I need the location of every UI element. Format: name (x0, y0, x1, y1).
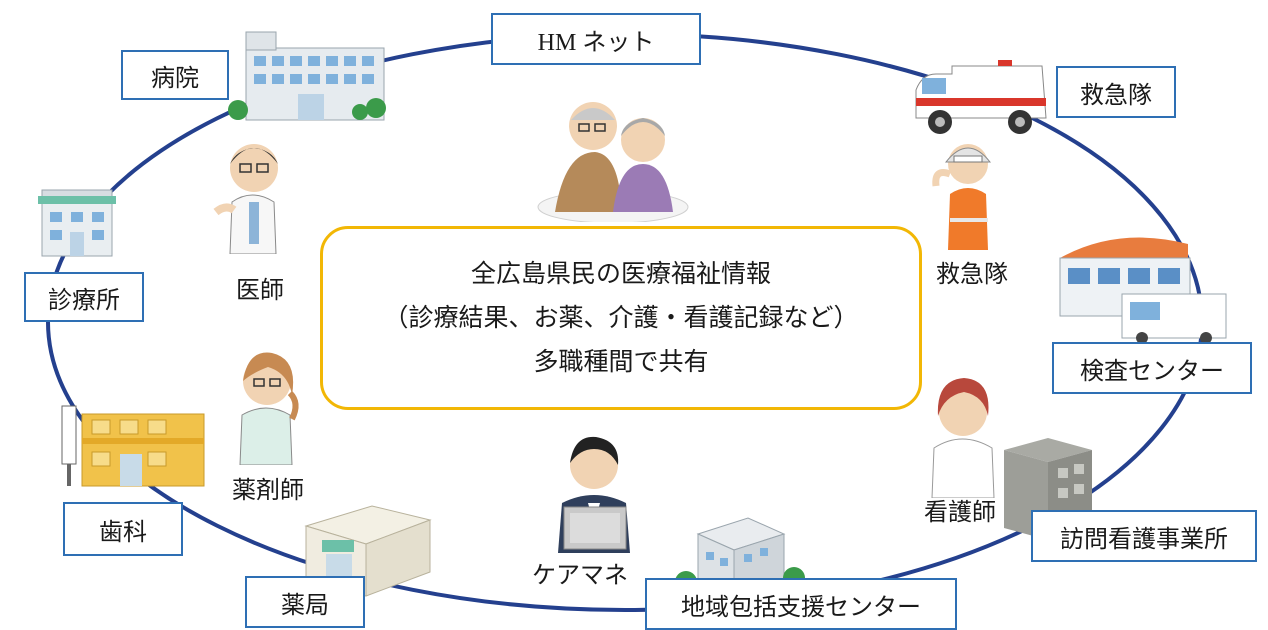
shared-info-box: 全広島県民の医療福祉情報 （診療結果、お薬、介護・看護記録など） 多職種間で共有 (320, 226, 922, 410)
hospital-building-icon (228, 31, 386, 121)
shared-info-line-1: 全広島県民の医療福祉情報 (470, 259, 771, 288)
dental-building-icon (61, 405, 205, 487)
ambulance-service-label: 救急隊 (1080, 80, 1152, 109)
home-nursing-box: 訪問看護事業所 (1031, 510, 1257, 562)
shared-info-line-2: （診療結果、お薬、介護・看護記録など） (383, 303, 859, 332)
pharmacist-icon (239, 352, 299, 465)
elderly-couple-icon (537, 102, 689, 222)
dental-box: 歯科 (63, 502, 183, 556)
ambulance-icon (915, 60, 1047, 134)
inspection-center-box: 検査センター (1052, 342, 1252, 394)
hospital-label: 病院 (151, 63, 199, 92)
paramedic-label: 救急隊 (936, 260, 1008, 288)
clinic-box: 診療所 (24, 272, 144, 322)
pharmacist-label: 薬剤師 (232, 476, 304, 504)
clinic-label: 診療所 (48, 285, 120, 314)
clinic-building-icon (38, 189, 116, 257)
dental-label: 歯科 (99, 517, 147, 546)
pharmacy-label: 薬局 (281, 590, 329, 619)
hospital-box: 病院 (121, 50, 229, 100)
inspection-center-building-icon (1059, 237, 1227, 342)
network-name: HM ネット (537, 29, 655, 56)
care-manager-icon (558, 436, 630, 553)
care-manager-label: ケアマネ (532, 561, 628, 589)
paramedic-icon (932, 144, 992, 250)
inspection-center-label: 検査センター (1080, 356, 1224, 385)
ambulance-service-box: 救急隊 (1056, 66, 1176, 118)
home-nursing-label: 訪問看護事業所 (1060, 524, 1228, 553)
doctor-icon (213, 144, 278, 254)
pharmacy-box: 薬局 (245, 576, 365, 628)
shared-info-line-3: 多職種間で共有 (533, 347, 709, 376)
community-center-label: 地域包括支援センター (681, 592, 921, 621)
network-name-box: HM ネット (491, 13, 701, 65)
doctor-label: 医師 (236, 276, 284, 304)
nurse-icon (931, 378, 995, 498)
community-center-box: 地域包括支援センター (645, 578, 957, 630)
nurse-label: 看護師 (924, 498, 996, 526)
